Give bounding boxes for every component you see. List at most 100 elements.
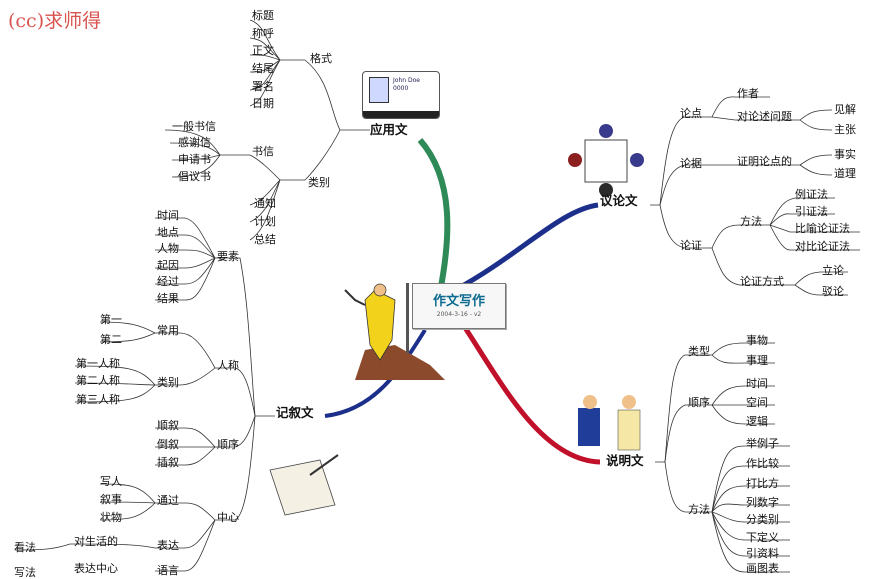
climber-illustration: [344, 283, 445, 380]
card-line2: 0000: [393, 85, 409, 92]
letter-illustration: [269, 454, 339, 516]
node-dlswt: 对论述问题: [737, 110, 792, 123]
node-shijian: 时间: [746, 377, 768, 390]
node-zhuzhang: 主张: [834, 123, 856, 136]
node-biaoti: 标题: [252, 9, 274, 22]
node-shuming: 署名: [252, 80, 274, 93]
node-tongguo: 通过: [157, 494, 179, 507]
node-zhengwen: 正文: [252, 44, 274, 57]
node-flb: 分类别: [746, 513, 779, 526]
node-dbf: 打比方: [746, 477, 779, 490]
node-fangfa2: 方法: [688, 503, 710, 516]
node-shiwu: 事物: [746, 334, 768, 347]
node-shunxu1: 顺序: [688, 396, 710, 409]
node-xieren: 写人: [100, 475, 122, 488]
node-jingguo: 经过: [157, 275, 179, 288]
node-lsz: 列数字: [746, 496, 779, 509]
node-changyong: 常用: [157, 324, 179, 337]
node-geshi: 格式: [310, 52, 332, 65]
node-lilun: 立论: [822, 264, 844, 277]
node-zbj: 作比较: [746, 457, 779, 470]
node-derc: 第二人称: [76, 374, 120, 387]
node-shuoming: 说明文: [606, 453, 644, 468]
node-shuxin: 书信: [252, 145, 274, 158]
node-riqi: 日期: [252, 97, 274, 110]
node-lunju: 论据: [680, 157, 702, 170]
node-jlz: 举例子: [746, 437, 779, 450]
node-zuozhe: 作者: [737, 87, 759, 100]
watermark: (cc)求师得: [8, 10, 102, 32]
node-jianjie: 见解: [834, 103, 856, 116]
node-fangfa1: 方法: [740, 215, 762, 228]
central-topic: 作文写作 2004-3-16 - v2: [412, 283, 506, 329]
node-cys: 倡议书: [178, 170, 211, 183]
node-yaosu: 要素: [217, 250, 239, 263]
node-zmlddd: 证明论点的: [737, 155, 792, 168]
card-photo: [369, 77, 389, 103]
node-jiewei: 结尾: [252, 62, 274, 75]
card-stripe: [363, 111, 439, 118]
node-leibie: 类别: [308, 176, 330, 189]
node-sl1: 写法: [14, 566, 36, 579]
node-sl2: 语言: [157, 564, 179, 577]
node-xdy: 下定义: [746, 531, 779, 544]
node-htb: 画图表: [746, 562, 779, 575]
branch-yingyong: [417, 138, 451, 293]
id-card-illustration: John Doe 0000: [362, 71, 440, 119]
node-tongzhi: 通知: [254, 197, 276, 210]
central-topic-title: 作文写作: [432, 294, 485, 309]
node-gxx: 感谢信: [178, 136, 211, 149]
node-xushi: 叙事: [100, 493, 122, 506]
branch-yilun: [453, 202, 599, 293]
branch-shuoming: [457, 318, 601, 465]
node-dyrc: 第一人称: [76, 357, 120, 370]
node-lunzheng: 论证: [680, 239, 702, 252]
node-zhongxin: 中心: [217, 511, 239, 524]
node-jieguo: 结果: [157, 292, 179, 305]
node-sqs: 申请书: [178, 153, 211, 166]
node-jixu: 记叙文: [276, 405, 314, 420]
node-chenghu: 称呼: [252, 27, 274, 40]
node-lzf: 例证法: [795, 188, 828, 201]
node-daoli: 道理: [834, 167, 856, 180]
node-daoxu: 倒叙: [157, 438, 179, 451]
node-lundian: 论点: [680, 107, 702, 120]
node-bdzx: 表达中心: [74, 562, 118, 575]
node-diyi: 第一: [100, 313, 122, 326]
node-shunxu-s: 顺叙: [157, 419, 179, 432]
node-shunxu2: 顺序: [217, 438, 239, 451]
central-topic-subtitle: 2004-3-16 - v2: [436, 311, 482, 318]
node-didian: 地点: [157, 226, 179, 239]
node-zongjie: 总结: [254, 233, 276, 246]
node-biaoda: 表达: [157, 539, 179, 552]
node-renwu: 人物: [157, 242, 179, 255]
people-illustration: [578, 395, 641, 451]
node-bolun: 驳论: [822, 285, 844, 298]
node-luoji: 逻辑: [746, 415, 768, 428]
branch-jixu: [324, 328, 427, 418]
node-leibie2: 类别: [157, 376, 179, 389]
node-dier: 第二: [100, 333, 122, 346]
node-zhuangwu: 状物: [100, 511, 122, 524]
node-yingyong: 应用文: [370, 122, 408, 137]
node-lzfs: 论证方式: [740, 275, 784, 288]
node-ybsx: 一般书信: [172, 120, 216, 133]
card-line1: John Doe: [393, 77, 420, 84]
node-yzl: 引资料: [746, 547, 779, 560]
node-qiyin: 起因: [157, 259, 179, 272]
node-jihua: 计划: [254, 215, 276, 228]
node-bylzf: 比喻论证法: [795, 222, 850, 235]
node-dblzf: 对比论证法: [795, 240, 850, 253]
node-shijian2: 时间: [157, 209, 179, 222]
node-chaxu: 插叙: [157, 456, 179, 469]
node-leixing: 类型: [688, 345, 710, 358]
node-dshd: 对生活的: [74, 535, 118, 548]
node-yzf: 引证法: [795, 205, 828, 218]
meeting-illustration: [568, 124, 644, 197]
node-shili: 事理: [746, 354, 768, 367]
node-shishi: 事实: [834, 148, 856, 161]
node-dsrc: 第三人称: [76, 393, 120, 406]
node-kongjian: 空间: [746, 396, 768, 409]
